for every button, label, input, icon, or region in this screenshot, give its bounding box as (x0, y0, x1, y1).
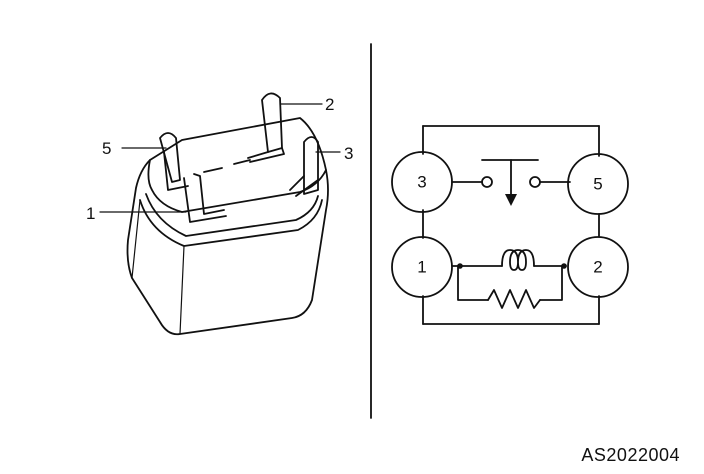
pin-1-blade-inner (193, 173, 225, 215)
resistor-wire-right (539, 265, 563, 301)
housing-left-edge (131, 199, 141, 279)
terminal-5-circle (567, 153, 629, 215)
terminal-3-circle (391, 151, 453, 213)
relay-housing (126, 117, 329, 336)
switch-contact-right (529, 176, 541, 188)
pin-label-3: 3 (344, 144, 353, 163)
pin-label-1: 1 (86, 204, 95, 223)
pin-3-foot (289, 175, 319, 197)
resistor-symbol (487, 289, 541, 309)
pin-3-blade (303, 136, 319, 195)
pin-2-foot (247, 147, 285, 163)
coil-wire-left (451, 265, 489, 301)
pin-label-2: 2 (325, 95, 334, 114)
switch-contact-left (481, 176, 493, 188)
switch-arrow (505, 194, 517, 206)
housing-front-edge (179, 245, 185, 335)
pin-5-blade (159, 132, 181, 183)
coil-symbol (501, 249, 535, 271)
terminal-2-circle (567, 236, 629, 298)
relay-body-drawing (99, 92, 341, 336)
housing-top-face (147, 159, 327, 213)
housing-collar-inner (145, 193, 319, 237)
slot-dash-b (233, 159, 251, 165)
terminal-2-label: 2 (593, 258, 602, 277)
pin-1-blade (183, 177, 227, 223)
relay-schematic (391, 125, 629, 325)
pin-label-5: 5 (102, 139, 111, 158)
terminal-5-label: 5 (593, 175, 602, 194)
figure-code: AS2022004 (581, 445, 680, 465)
slot-dash-a (203, 167, 223, 173)
terminal-1-circle (391, 236, 453, 298)
junction-right (561, 263, 567, 269)
terminal-1-label: 1 (417, 258, 426, 277)
pin-2-blade (261, 92, 283, 153)
junction-left (457, 263, 463, 269)
pin-5-bend (163, 151, 189, 191)
terminal-3-label: 3 (417, 173, 426, 192)
